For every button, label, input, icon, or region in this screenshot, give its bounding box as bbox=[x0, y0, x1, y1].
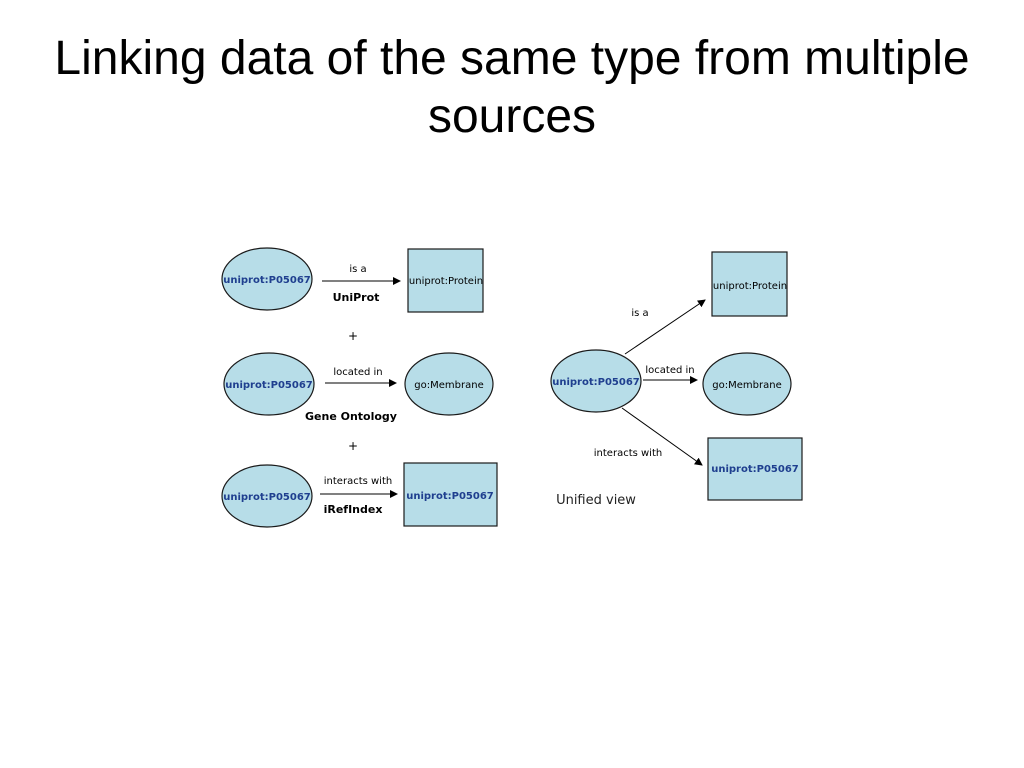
irefindex-source-label: iRefIndex bbox=[324, 503, 383, 516]
unified-view: uniprot:P05067 is a uniprot:Protein loca… bbox=[550, 251, 803, 508]
uniprot-subject-node[interactable] bbox=[221, 247, 313, 311]
uniprot-statement: uniprot:P05067 is a UniProt uniprot:Prot… bbox=[221, 247, 484, 313]
unified-membrane-label: go:Membrane bbox=[712, 380, 781, 391]
go-source-label: Gene Ontology bbox=[305, 410, 397, 423]
unified-located-in-label: located in bbox=[645, 365, 694, 376]
uniprot-is-a-label: is a bbox=[349, 264, 366, 275]
irefindex-subject-label: uniprot:P05067 bbox=[223, 492, 311, 503]
irefindex-interacts-with-label: interacts with bbox=[324, 476, 392, 487]
unified-protein-label: uniprot:Protein bbox=[713, 281, 787, 292]
irefindex-statement: uniprot:P05067 interacts with iRefIndex … bbox=[221, 462, 498, 528]
unified-view-caption: Unified view bbox=[556, 493, 636, 508]
irefindex-object-label: uniprot:P05067 bbox=[406, 491, 494, 502]
irefindex-object-node[interactable] bbox=[403, 462, 498, 527]
uniprot-object-node[interactable] bbox=[407, 248, 484, 313]
uniprot-object-label: uniprot:Protein bbox=[409, 276, 483, 287]
unified-center-node[interactable] bbox=[550, 349, 642, 413]
go-located-in-label: located in bbox=[333, 367, 382, 378]
irefindex-subject-node[interactable] bbox=[221, 464, 313, 528]
uniprot-subject-label: uniprot:P05067 bbox=[223, 275, 311, 286]
unified-is-a-label: is a bbox=[631, 308, 648, 319]
go-object-label: go:Membrane bbox=[414, 380, 483, 391]
unified-is-a-edge bbox=[624, 299, 706, 355]
slide-title: Linking data of the same type from multi… bbox=[54, 32, 970, 143]
go-object-node[interactable] bbox=[404, 352, 494, 416]
go-subject-label: uniprot:P05067 bbox=[225, 380, 313, 391]
go-subject-node[interactable] bbox=[223, 352, 315, 416]
plus-sign-2: + bbox=[348, 439, 358, 453]
uniprot-source-label: UniProt bbox=[333, 291, 380, 304]
unified-membrane-node[interactable] bbox=[702, 352, 792, 416]
plus-sign-1: + bbox=[348, 329, 358, 343]
unified-center-label: uniprot:P05067 bbox=[552, 377, 640, 388]
unified-interacts-with-label: interacts with bbox=[594, 448, 662, 459]
unified-interacts-with-edge bbox=[621, 407, 703, 466]
unified-interactor-node[interactable] bbox=[707, 437, 803, 501]
unified-interactor-label: uniprot:P05067 bbox=[711, 464, 799, 475]
go-statement: uniprot:P05067 located in Gene Ontology … bbox=[223, 352, 494, 423]
unified-protein-node[interactable] bbox=[711, 251, 788, 317]
